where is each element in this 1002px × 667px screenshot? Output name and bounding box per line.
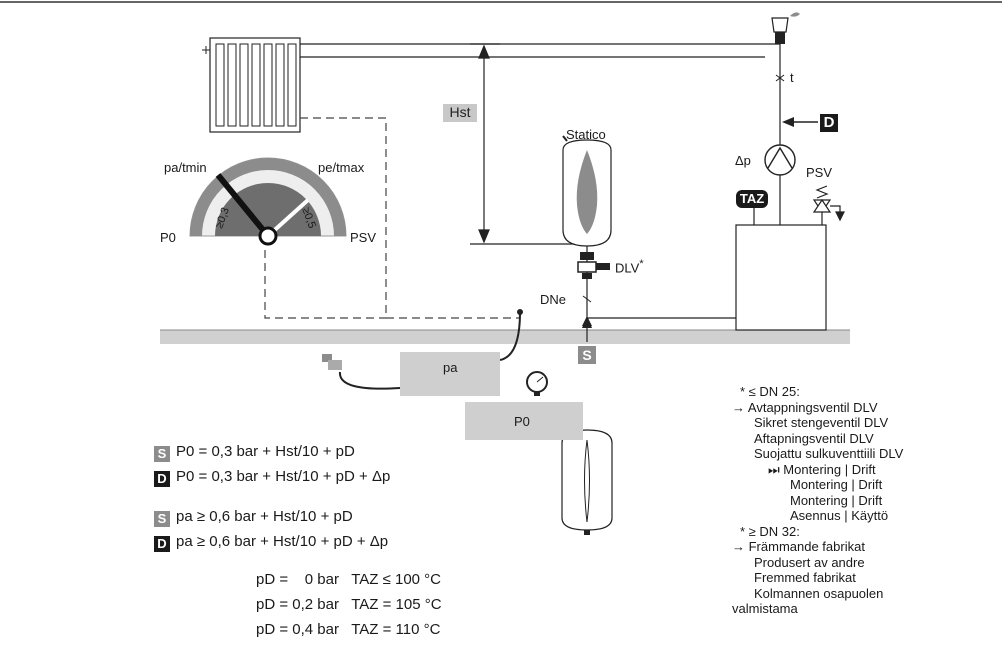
safety-valve-icon [812,185,845,225]
small-gauge-icon [526,371,548,396]
radiator-icon [202,37,301,133]
pe-tmax-label: pe/tmax [318,160,365,175]
dne-label: DNe [540,292,567,307]
note-line: * ≤ DN 25: [740,384,800,399]
note-line: Montering | Drift [790,477,883,492]
pa-box [400,352,500,396]
floor-band [160,330,850,344]
d-marker: D [820,114,838,132]
note-line: valmistama [732,601,798,616]
note-line: Asennus | Käyttö [790,508,889,523]
note-line: Suojattu sulkuventtiili DLV [754,446,904,461]
note-line: → Avtappningsventil DLV [732,399,878,415]
note-line: Fremmed fabrikat [754,570,856,585]
pd-row-2: pD = 0,2 bar TAZ = 105 °C [256,596,442,613]
note-line: * ≥ DN 32: [740,523,800,539]
dlv-valve-icon [577,252,610,279]
note-line: ⏭ Montering | Drift [768,461,876,477]
psv-gauge-label: PSV [350,230,377,245]
lower-expansion-vessel [561,429,613,535]
notes-block: * ≤ DN 25: → Avtappningsventil DLV Sikre… [732,384,903,617]
pa-box-label: pa [443,360,458,375]
note-line: Kolmannen osapuolen [754,585,884,601]
note-line: Sikret stengeventil DLV [754,415,889,430]
note-line: Montering | Drift [790,492,883,508]
dp-label: Δp [735,153,751,168]
psv-right-label: PSV [806,165,833,180]
expansion-vessel [562,135,612,247]
pressure-gauge-icon [189,157,347,246]
pd-row-3: pD = 0,4 bar TAZ = 110 °C [256,621,441,638]
statico-label: Statico [566,127,606,142]
p0-gauge-label: P0 [160,230,176,245]
dlv-label: DLV* [615,258,644,276]
note-line: Aftapningsventil DLV [754,430,874,446]
note-line: Produsert av andre [754,554,865,570]
pd-row-1: pD = 0 bar TAZ ≤ 100 °C [256,571,442,588]
pa-tmin-label: pa/tmin [164,160,207,175]
taz-badge: TAZ [736,190,768,208]
note-line: → Främmande fabrikat [732,539,865,554]
air-vent-icon [771,12,800,44]
p0-box [465,402,583,440]
t-label: t [790,70,794,85]
pump-icon [764,144,796,176]
tap-icon [322,354,342,370]
s-marker: S [578,346,596,364]
p0-box-label: P0 [514,414,530,429]
boiler [735,224,827,331]
hst-label: Hst [443,104,477,122]
